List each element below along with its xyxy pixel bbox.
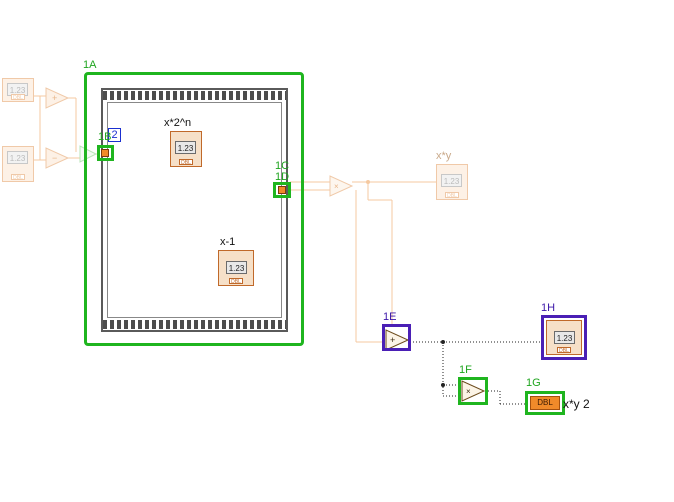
indicator-xy-faded: 1.23 DBL [436,164,468,200]
frame-highlight[interactable] [84,72,304,346]
shift-register-left[interactable] [97,145,114,161]
shift-register-right-terminal [278,186,286,194]
indicator-x2n[interactable]: 1.23 DBL [170,131,202,167]
add-node-faded: + [45,87,70,109]
indicator-dbl-label: 1G [526,377,541,389]
multiply-node-faded: × [329,175,354,197]
indicator-x2n-label: x*2^n [164,117,192,129]
numeric-display: 1.23 [441,174,462,187]
input-control-bottom-faded: 1.23 DBL [2,146,34,182]
numeric-display: 1.23 [226,261,247,274]
indicator-dbl-highlight[interactable] [525,391,565,415]
indicator-xy2-label: x*y 2 [563,397,590,411]
add-highlight[interactable] [382,324,411,351]
type-badge: DBL [229,278,243,285]
shift-register-label: 1D [275,171,290,183]
shift-register-left-terminal [101,149,109,157]
numeric-display: 1.23 [175,141,196,154]
input-control-top-faded: 1.23 DBL [2,78,34,102]
svg-text:×: × [334,182,339,191]
loop-structure[interactable] [101,88,288,332]
type-badge: DBL [11,174,25,181]
type-badge: DBL [11,94,25,101]
indicator-xminus1-label: x-1 [220,236,236,248]
indicator-xy[interactable]: 1.23 DBL [546,320,582,355]
subtract-node-faded: − [45,147,70,169]
tunnel-out-label: 1C [275,160,290,172]
add-label: 1E [383,311,397,323]
loop-border-top [103,91,286,100]
multiply-highlight[interactable] [458,377,488,405]
type-badge: DBL [537,398,553,407]
indicator-dbl-terminal[interactable]: DBL [530,396,560,410]
svg-text:−: − [52,153,57,163]
indicator-xminus1[interactable]: 1.23 DBL [218,250,254,286]
multiply-node[interactable]: × [461,380,486,402]
add-node[interactable]: + [385,329,410,351]
loop-inner [107,102,282,318]
numeric-display: 1.23 [554,331,575,344]
type-badge: DBL [557,347,571,354]
frame-label: 1A [83,59,97,71]
indicator-xy-label: 1H [541,302,556,314]
shift-register-right[interactable] [273,182,291,198]
constant-label: 1B [98,131,112,143]
type-badge: DBL [445,192,459,199]
numeric-display: 1.23 [7,151,28,164]
type-badge: DBL [179,159,193,166]
indicator-xy-faded-label: x*y [436,150,452,162]
svg-text:×: × [466,387,471,396]
constant-2[interactable]: 2 [108,128,121,142]
svg-text:+: + [52,93,57,103]
loop-border-bottom [103,320,286,329]
svg-text:+: + [390,335,395,345]
multiply-label: 1F [459,364,472,376]
indicator-xy-highlight[interactable] [541,315,587,360]
